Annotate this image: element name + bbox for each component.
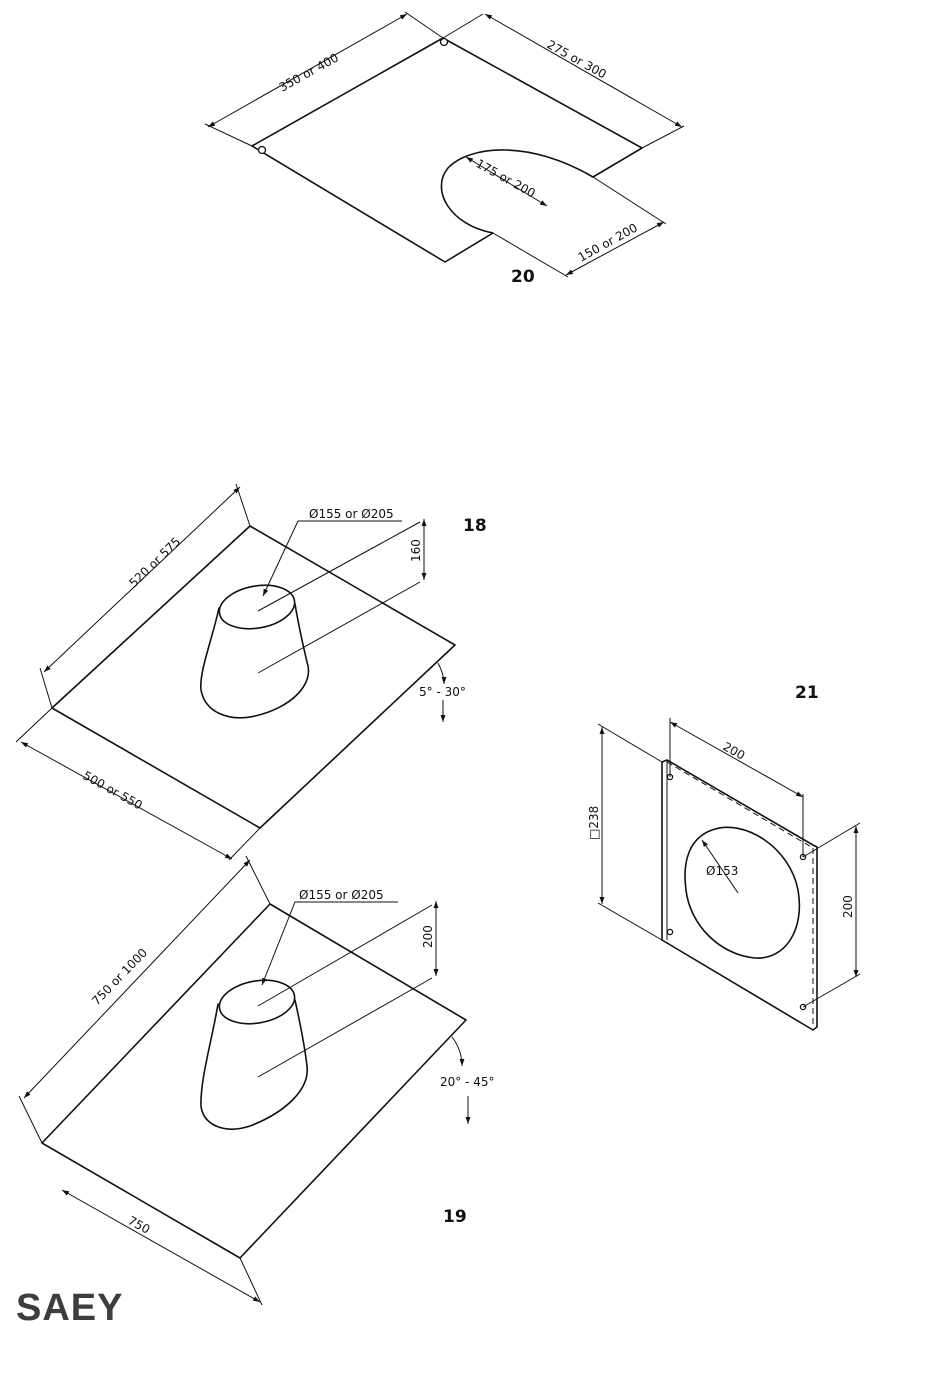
fig19-dim-angle: 20° - 45° [440,1075,495,1089]
fig21-dim-hole: Ø153 [706,864,738,878]
fig18-dim-length: 520 or 575 [126,534,183,590]
fig21-dim-right: 200 [841,895,855,918]
fig19-dim-diameter: Ø155 or Ø205 [299,888,384,902]
fig18-diameter-leader [263,521,402,596]
fig21-plate-edge [667,762,813,848]
brand-logo: SAEY [16,1287,123,1329]
fig19-dim-length: 750 or 1000 [89,946,150,1008]
fig18-dim-diameter: Ø155 or Ø205 [309,507,394,521]
fig18-angle-arc [438,663,444,684]
fig21-plate-outline [662,760,817,1030]
fig20-dim-notch: 150 or 200 [576,221,640,265]
fig19-cone-top [216,975,298,1030]
fig21-dim-top: 200 [721,739,748,762]
fig18-cone-top [216,580,298,635]
figure-21: 200 □238 Ø153 200 21 [587,683,860,1030]
fig19-number: 19 [443,1207,467,1227]
fig20-dim-right: 275 or 300 [545,37,609,81]
fig21-screw-hole [667,929,672,934]
fig19-dim-height: 200 [421,925,435,948]
figure-20: 350 or 400 275 or 300 175 or 200 150 or … [205,12,684,287]
fig20-dim-left: 350 or 400 [277,51,341,95]
fig19-diameter-leader [262,902,398,985]
fig20-dim-radius: 175 or 200 [474,156,538,200]
fig18-number: 18 [463,516,487,536]
fig19-dim-line-width [62,1190,260,1302]
fig21-round-hole [685,827,799,958]
figure-19: Ø155 or Ø205 200 750 or 1000 750 20° - 4… [19,856,495,1305]
fig20-number: 20 [511,267,535,287]
fig20-mount-hole [259,147,266,154]
fig21-number: 21 [795,683,819,703]
fig18-dim-angle: 5° - 30° [419,685,466,699]
fig19-plate-outline [42,904,466,1258]
fig21-dim-square: □238 [587,806,601,840]
fig18-dim-width: 500 or 550 [81,768,145,812]
fig19-dim-line-length [24,860,250,1098]
fig19-angle-arc [452,1037,462,1066]
fig18-dim-height: 160 [409,539,423,562]
fig20-mount-hole [441,39,448,46]
fig19-cone-body [201,1000,307,1129]
fig18-cone-body [201,604,309,718]
figure-18: Ø155 or Ø205 160 520 or 575 500 or 550 5… [16,484,487,860]
